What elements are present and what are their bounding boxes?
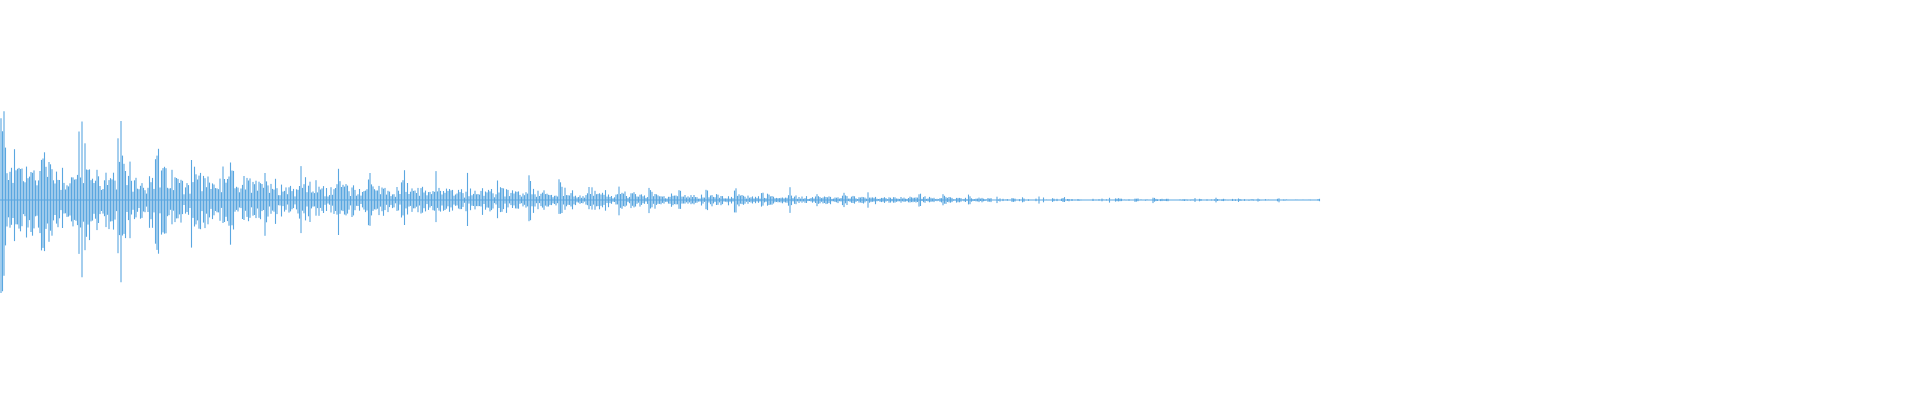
waveform-samples (0, 111, 1321, 293)
